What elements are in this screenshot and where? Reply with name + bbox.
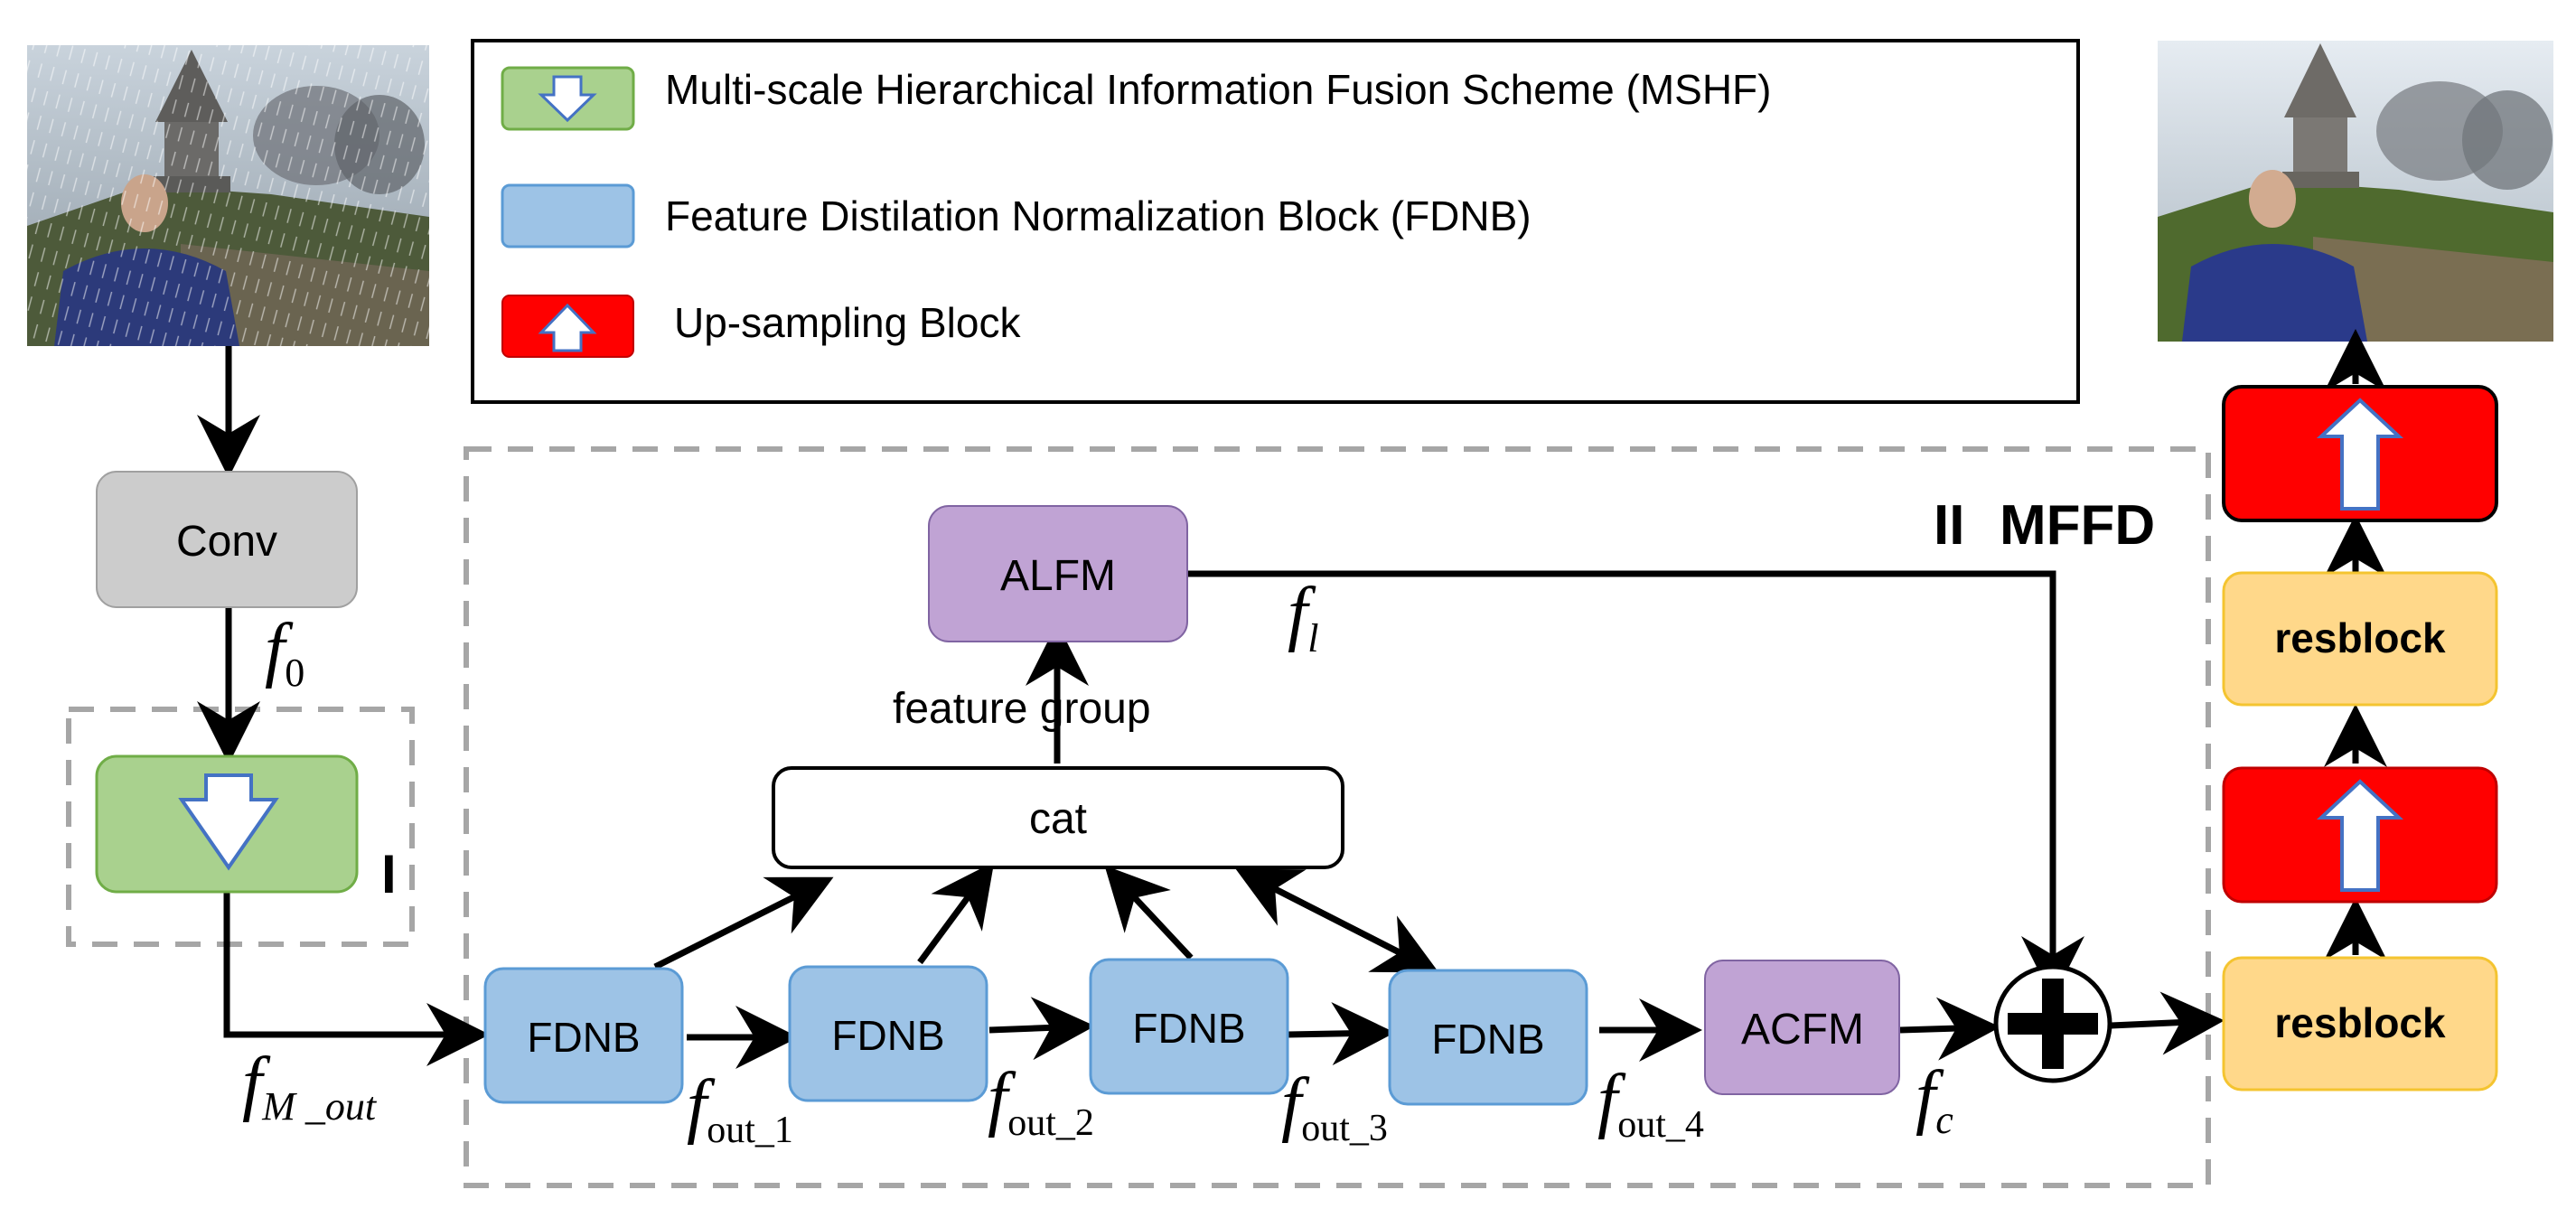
fc-label: fc	[1916, 1057, 1953, 1142]
mffd-dashed-box	[464, 446, 2211, 1188]
alfm-block: ALFM	[928, 505, 1188, 642]
conv-block: Conv	[96, 471, 358, 608]
blue-block-icon	[501, 183, 635, 248]
legend: Multi-scale Hierarchical Information Fus…	[471, 39, 2080, 404]
fm-out-label: fM _out	[242, 1044, 378, 1129]
mshf-block	[95, 754, 359, 894]
down-arrow-icon	[538, 75, 597, 123]
up-arrow-icon	[538, 303, 597, 352]
cat-label: cat	[1029, 795, 1087, 843]
output-derained-image	[2158, 41, 2553, 342]
legend-label-mshf: Multi-scale Hierarchical Information Fus…	[665, 66, 1771, 113]
upsampling-block-upper	[2222, 385, 2498, 522]
fout4-label: fout_4	[1597, 1061, 1704, 1146]
legend-item-mshf: Multi-scale Hierarchical Information Fus…	[501, 66, 1771, 131]
down-arrow-icon	[178, 773, 279, 871]
conv-label: Conv	[176, 518, 277, 566]
f0-label: f0	[265, 610, 304, 695]
fdnb-block-3: FDNB	[1089, 958, 1289, 1095]
fdnb-label: FDNB	[527, 1014, 640, 1061]
fdnb-label: FDNB	[831, 1012, 944, 1059]
sum-node	[1993, 964, 2112, 1083]
up-arrow-icon	[2316, 398, 2404, 511]
legend-label-upsampling: Up-sampling Block	[674, 299, 1021, 346]
fdnb-block-4: FDNB	[1388, 969, 1588, 1106]
resblock-bottom: resblock	[2222, 956, 2498, 1092]
resblock-label: resblock	[2274, 999, 2446, 1046]
resblock-top: resblock	[2222, 571, 2498, 707]
acfm-block: ACFM	[1704, 960, 1900, 1095]
legend-item-fdnb: Feature Distilation Normalization Block …	[501, 183, 1532, 248]
fout2-label: fout_2	[988, 1059, 1094, 1144]
fdnb-block-2: FDNB	[788, 965, 988, 1102]
acfm-label: ACFM	[1741, 1006, 1864, 1054]
mffd-label: MFFD	[2000, 494, 2155, 557]
fdnb-block-1: FDNB	[483, 967, 684, 1104]
stage-two-label: II	[1934, 494, 1964, 557]
fdnb-label: FDNB	[1431, 1016, 1544, 1063]
legend-item-upsampling: Up-sampling Block	[501, 295, 1021, 358]
cat-block: cat	[772, 766, 1344, 869]
fl-label: fl	[1288, 574, 1318, 661]
fout1-label: fout_1	[687, 1066, 793, 1151]
up-arrow-icon	[2316, 779, 2404, 892]
legend-label-fdnb: Feature Distilation Normalization Block …	[665, 192, 1532, 239]
fdnb-label: FDNB	[1132, 1005, 1245, 1052]
stage-one-label: I	[381, 844, 397, 904]
resblock-label: resblock	[2274, 614, 2446, 661]
fout3-label: fout_3	[1281, 1064, 1388, 1149]
connectors	[197, 329, 2387, 1069]
feature-group-label: feature group	[893, 685, 1151, 733]
alfm-label: ALFM	[1000, 552, 1116, 600]
upsampling-block-lower	[2222, 766, 2498, 904]
input-rainy-image	[27, 45, 429, 346]
